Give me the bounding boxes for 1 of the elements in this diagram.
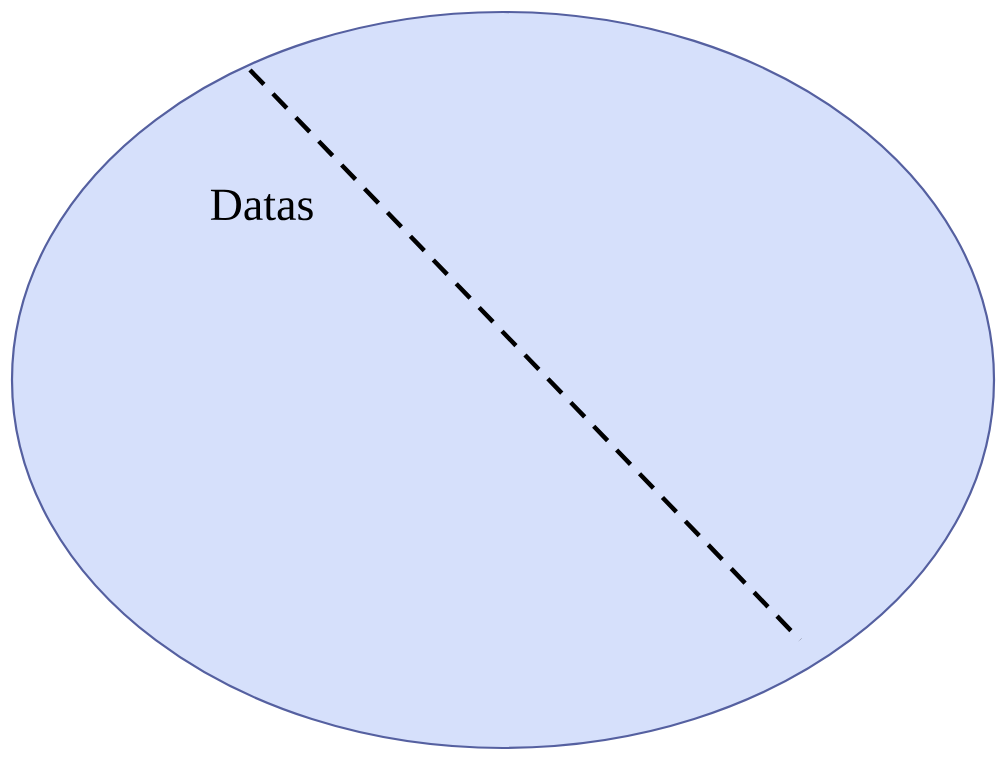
ellipse-node: Datas xyxy=(10,10,996,750)
